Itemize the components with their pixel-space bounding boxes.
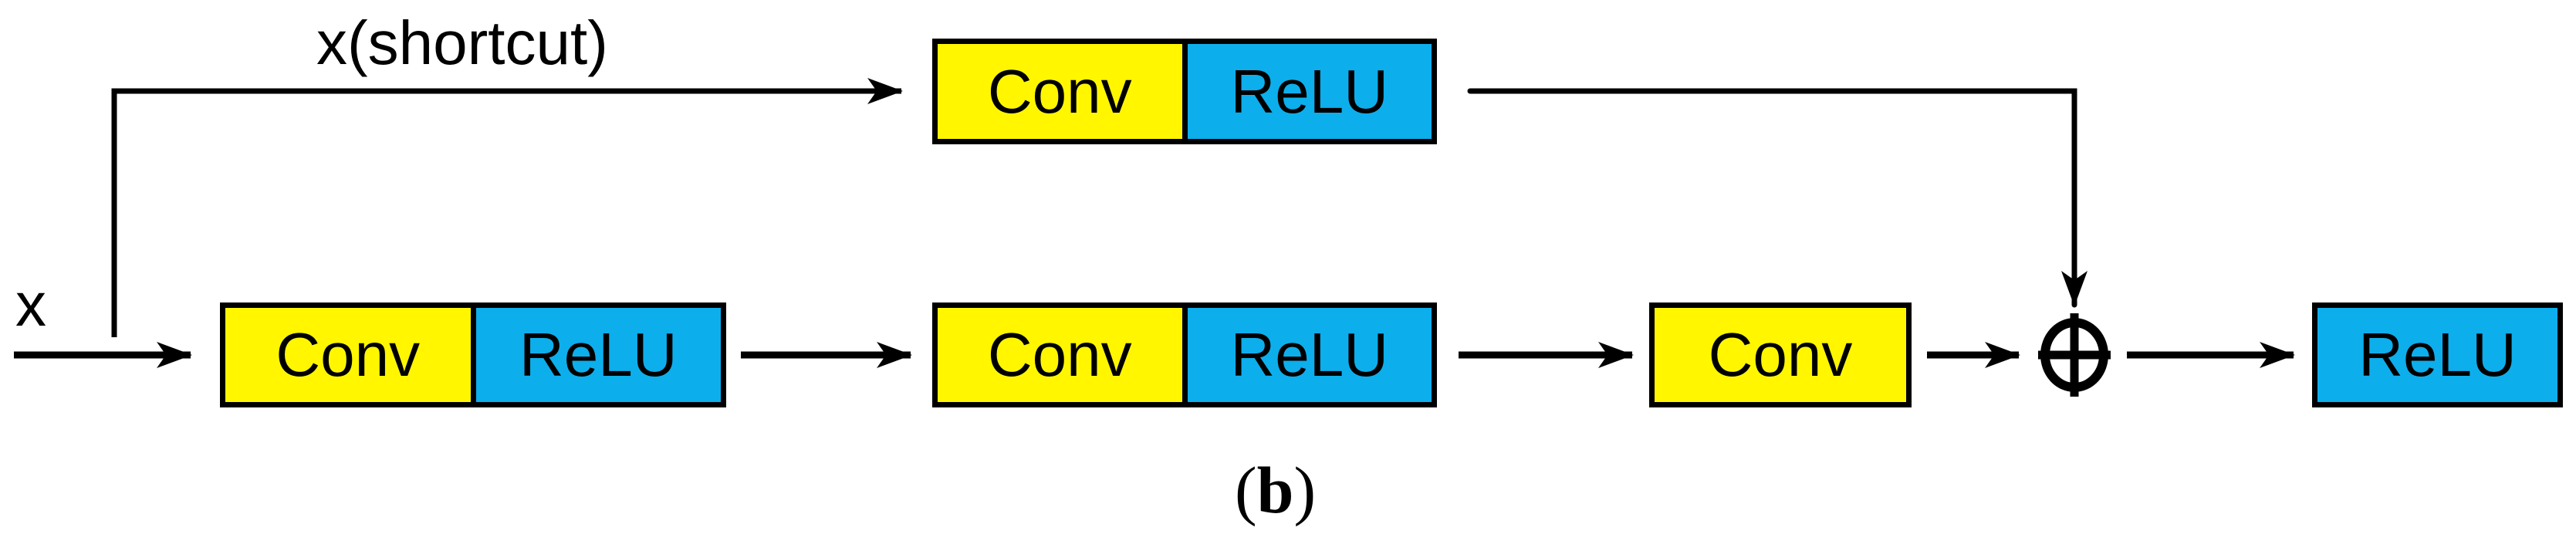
main-conv-relu-block-1: Conv ReLU — [220, 302, 726, 407]
main-conv-block-3: Conv — [1649, 302, 1912, 407]
conv-label: Conv — [987, 56, 1132, 126]
block2-relu-cell: ReLU — [1182, 308, 1432, 402]
output-relu-cell: ReLU — [2317, 308, 2557, 402]
block2-conv-cell: Conv — [938, 308, 1182, 402]
relu-label: ReLU — [519, 320, 678, 389]
top-relu-cell: ReLU — [1182, 44, 1432, 139]
output-relu-block: ReLU — [2312, 302, 2563, 407]
block1-relu-cell: ReLU — [470, 308, 721, 402]
block1-conv-cell: Conv — [225, 308, 471, 402]
block3-conv-cell: Conv — [1655, 308, 1906, 402]
top-conv-relu-block: Conv ReLU — [932, 39, 1437, 144]
conv-label: Conv — [987, 320, 1132, 389]
caption-open-paren: ( — [1235, 453, 1257, 527]
sum-node — [2038, 313, 2111, 397]
main-conv-relu-block-2: Conv ReLU — [932, 302, 1437, 407]
figure-caption: (b) — [1235, 457, 1316, 523]
conv-label: Conv — [1708, 320, 1853, 389]
caption-letter: b — [1256, 453, 1294, 527]
caption-close-paren: ) — [1293, 453, 1317, 527]
relu-label: ReLU — [2358, 320, 2517, 389]
input-label: x — [15, 270, 46, 339]
relu-label: ReLU — [1230, 56, 1389, 126]
top-conv-cell: Conv — [938, 44, 1182, 139]
shortcut-arrow — [111, 78, 903, 337]
shortcut-label: x(shortcut) — [316, 8, 608, 77]
conv-label: Conv — [276, 320, 421, 389]
shortcut-to-sum-arrow — [1467, 88, 2088, 308]
relu-label: ReLU — [1230, 320, 1389, 389]
